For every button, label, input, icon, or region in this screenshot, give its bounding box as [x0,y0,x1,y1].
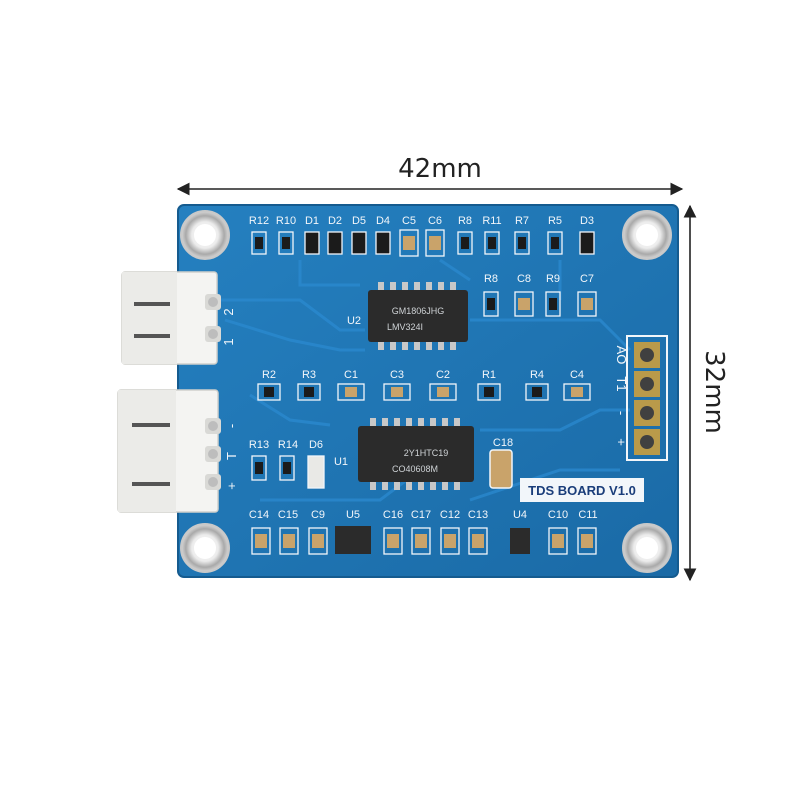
label-r10: R10 [276,215,296,227]
u2-marking-2: LMV324I [387,322,423,332]
label-c4: C4 [570,369,584,381]
width-dimension: 42mm [176,154,684,196]
board-title: TDS BOARD V1.0 [528,483,636,498]
hole-center [636,537,658,559]
label-c14: C14 [249,509,269,521]
label-c5: C5 [402,215,416,227]
label-d1: D1 [305,215,319,227]
label-r4: R4 [530,369,544,381]
label-r11: R11 [482,215,501,227]
label-d4: D4 [376,215,390,227]
label-r1: R1 [482,369,496,381]
label-c2: C2 [436,369,450,381]
smd-row-2 [483,291,597,317]
hole-center [194,224,216,246]
label-u5: U5 [346,509,360,521]
probe-pin-1-label: 1 [221,338,236,345]
jst-connector-top [121,271,221,365]
label-c9: C9 [311,509,325,521]
label-c1: C1 [344,369,358,381]
pin-ao-label: AO [614,346,629,365]
u2-marking-1: GM1806JHG [392,306,445,316]
jst-connector-bottom [117,389,221,513]
label-u2: U2 [347,315,361,327]
label-d2: D2 [328,215,342,227]
label-d5: D5 [352,215,366,227]
label-c18: C18 [493,437,513,449]
label-c3: C3 [390,369,404,381]
u1-chip: 2Y1HTC19 CO40608M [358,418,474,490]
pin-minus-label: - [614,411,629,415]
u1-marking-1: 2Y1HTC19 [404,448,449,458]
u1-marking-2: CO40608M [392,464,438,474]
width-label: 42mm [398,154,482,184]
label-r2: R2 [262,369,276,381]
label-u4: U4 [513,509,527,521]
height-label: 32mm [699,350,729,434]
copper-traces [220,258,632,502]
silkscreen-labels: R12 R10 D1 D2 D5 D4 C5 C6 R8 R11 R7 R5 D… [249,215,598,521]
label-r7: R7 [515,215,529,227]
label-c15: C15 [278,509,298,521]
label-c13: C13 [468,509,488,521]
label-r9: R9 [546,273,560,285]
label-r13: R13 [249,439,269,451]
smd-row-5 [251,526,597,555]
height-dimension: 32mm [683,204,729,582]
u2-chip: GM1806JHG LMV324I [368,282,468,350]
label-r8-top: R8 [458,215,472,227]
pin-t1-label: T1 [614,376,629,391]
label-u1: U1 [334,456,348,468]
label-c7: C7 [580,273,594,285]
label-c12: C12 [440,509,460,521]
smd-row-4 [251,455,325,489]
label-r3: R3 [302,369,316,381]
label-r8: R8 [484,273,498,285]
label-c8: C8 [517,273,531,285]
label-c11: C11 [578,509,597,521]
hole-center [194,537,216,559]
pcb-board [177,204,679,578]
hole-center [636,224,658,246]
label-d3: D3 [580,215,594,227]
label-r12: R12 [249,215,269,227]
label-c16: C16 [383,509,403,521]
probe-pin-t-label: T [224,452,239,460]
label-r14: R14 [278,439,298,451]
label-d6: D6 [309,439,323,451]
probe-pin-minus-label: - [224,424,239,428]
label-c17: C17 [411,509,431,521]
label-c10: C10 [548,509,568,521]
board-title-box: TDS BOARD V1.0 [520,478,644,502]
probe-pin-plus-label: + [224,482,239,490]
pin-plus-label: + [614,438,629,446]
label-r5: R5 [548,215,562,227]
label-c6: C6 [428,215,442,227]
pin-header-right [626,335,668,461]
probe-pin-2-label: 2 [221,308,236,315]
smd-row-3 [257,383,591,401]
c18-capacitor [489,449,513,489]
smd-row-1 [251,229,595,257]
